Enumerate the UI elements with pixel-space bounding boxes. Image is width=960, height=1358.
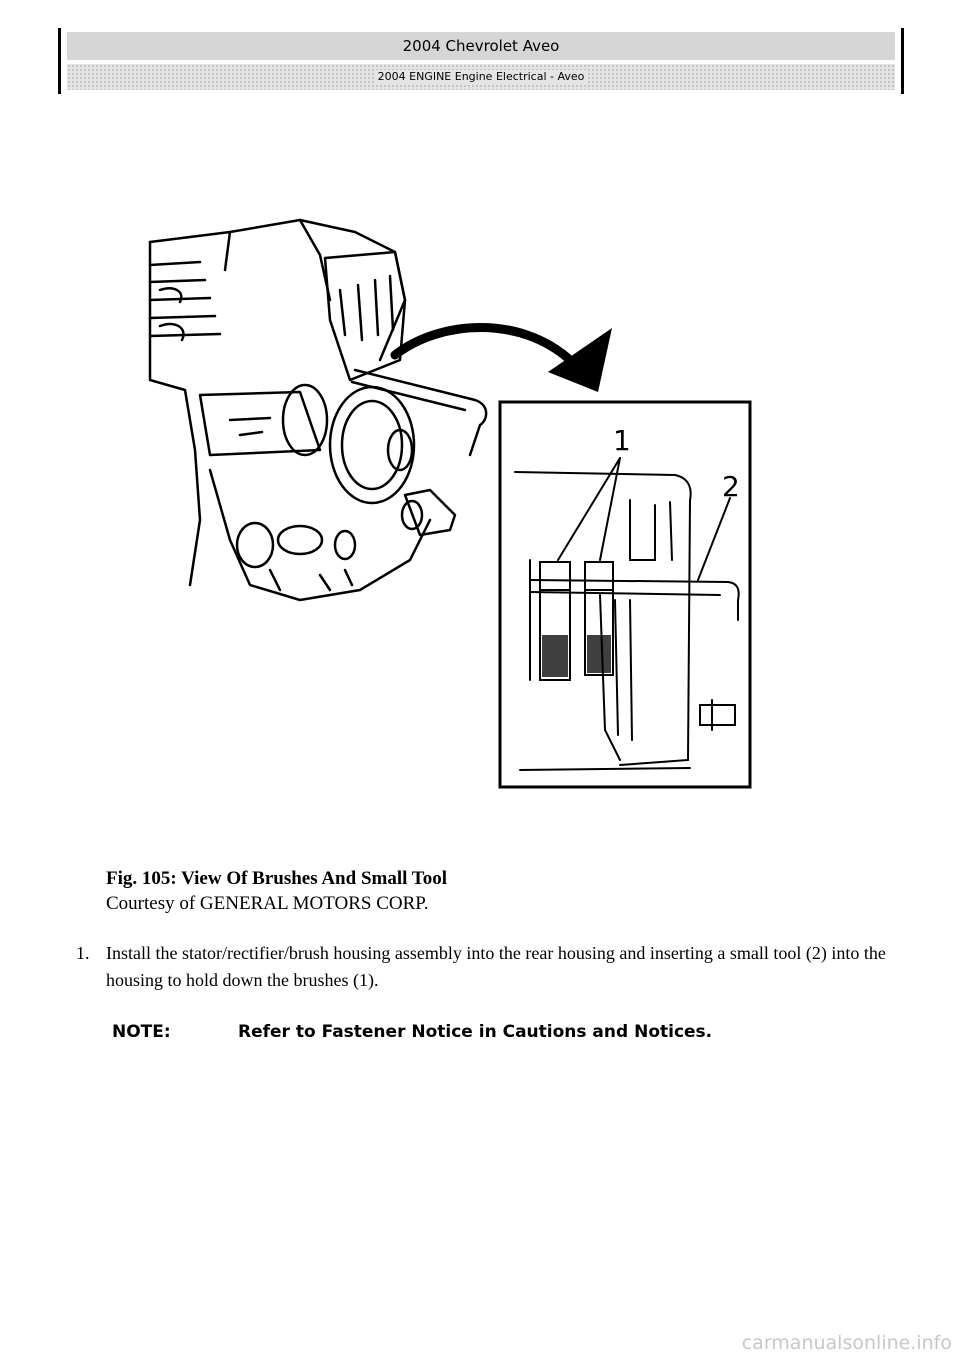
callout-2-leader	[697, 497, 731, 581]
figure-caption: Fig. 105: View Of Brushes And Small Tool…	[106, 866, 447, 916]
watermark: carmanualsonline.info	[741, 1332, 952, 1354]
alternator-body	[148, 240, 202, 587]
small-tool	[529, 579, 740, 621]
page-header: 2004 Chevrolet Aveo 2004 ENGINE Engine E…	[58, 28, 904, 94]
callout-2: 2	[722, 470, 740, 503]
note-text: Refer to Fastener Notice in Cautions and…	[238, 1022, 713, 1042]
header-subtitle-bar: 2004 ENGINE Engine Electrical - Aveo	[67, 64, 895, 90]
detail-arrow-head	[548, 328, 612, 392]
note-label: NOTE:	[112, 1022, 171, 1042]
detail-arrow-curve	[390, 323, 575, 365]
header-subtitle: 2004 ENGINE Engine Electrical - Aveo	[373, 70, 589, 83]
step-text: Install the stator/rectifier/brush housi…	[106, 943, 886, 990]
callout-1-leader-b	[599, 457, 621, 561]
procedure-step: 1. Install the stator/rectifier/brush ho…	[76, 940, 896, 994]
callout-1: 1	[613, 424, 631, 457]
header-title: 2004 Chevrolet Aveo	[67, 32, 895, 60]
figure-courtesy: Courtesy of GENERAL MOTORS CORP.	[106, 893, 429, 914]
alternator-illustration: 1 2	[148, 218, 752, 789]
step-number: 1.	[76, 943, 90, 963]
callout-1-leader-a	[557, 457, 621, 561]
small-tool-in-housing	[353, 368, 488, 457]
figure-label: Fig. 105: View Of Brushes And Small Tool	[106, 868, 448, 889]
